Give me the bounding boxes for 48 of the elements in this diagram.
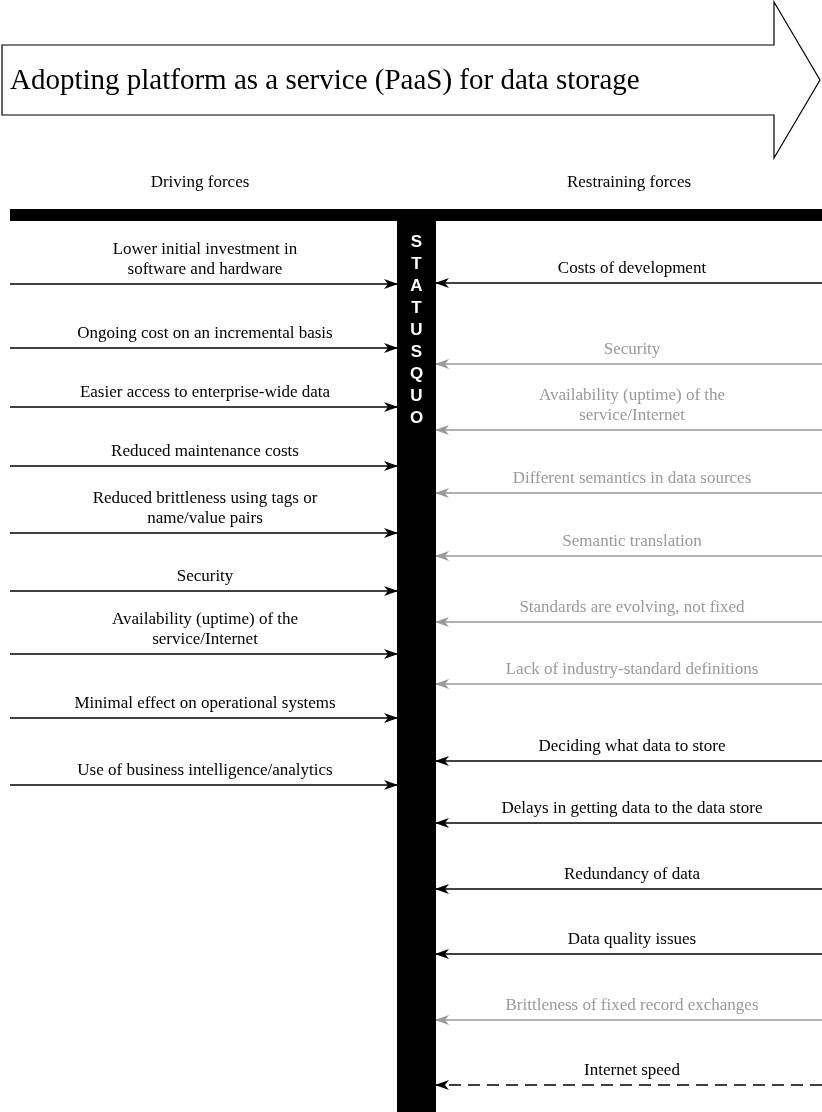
arrow [9,649,398,659]
force-label: Reduced maintenance costs [110,441,300,461]
arrow [9,461,398,471]
arrow [9,343,398,353]
force-label: Costs of development [556,258,708,278]
force-label: Deciding what data to store [537,736,727,756]
force-label: Lower initial investment in software and hardware [111,239,299,279]
arrow [435,884,822,894]
force-label: Security [175,566,235,586]
force-label: Delays in getting data to the data store [500,798,764,818]
force-label: Ongoing cost on an incremental basis [76,323,334,343]
title-text: Adopting platform as a service (PaaS) for data storage [10,62,640,96]
arrow [435,551,822,561]
force-label: Use of business intelligence/analytics [76,760,334,780]
arrow [435,756,822,766]
force-label: Internet speed [583,1060,681,1080]
force-label: Different semantics in data sources [511,468,753,488]
arrow [435,1015,822,1025]
force-label: Semantic translation [561,531,703,551]
status-quo-bar: STATUS QUO [397,221,436,1112]
arrow [435,1080,822,1090]
force-label: Reduced brittleness using tags or name/value pairs [91,488,319,528]
arrow [435,679,822,689]
force-label: Availability (uptime) of the service/Internet [537,385,727,425]
arrow [9,780,398,790]
arrow [9,402,398,412]
arrow [9,279,398,289]
force-label: Brittleness of fixed record exchanges [504,995,760,1015]
arrow [435,359,822,369]
arrow [435,617,822,627]
arrow [9,586,398,596]
arrow [435,818,822,828]
force-label: Lack of industry-standard definitions [504,659,760,679]
force-label: Security [602,339,662,359]
force-label: Data quality issues [566,929,698,949]
arrow [435,278,822,288]
force-label: Standards are evolving, not fixed [518,597,746,617]
force-label: Easier access to enterprise-wide data [78,382,332,402]
column-heading: Restraining forces [565,172,693,192]
arrow [9,528,398,538]
arrow [435,949,822,959]
column-heading: Driving forces [149,172,251,192]
arrow [9,713,398,723]
arrow [435,425,822,435]
force-label: Availability (uptime) of the service/Internet [110,609,300,649]
force-label: Minimal effect on operational systems [73,693,337,713]
arrow [435,488,822,498]
force-label: Redundancy of data [563,864,701,884]
